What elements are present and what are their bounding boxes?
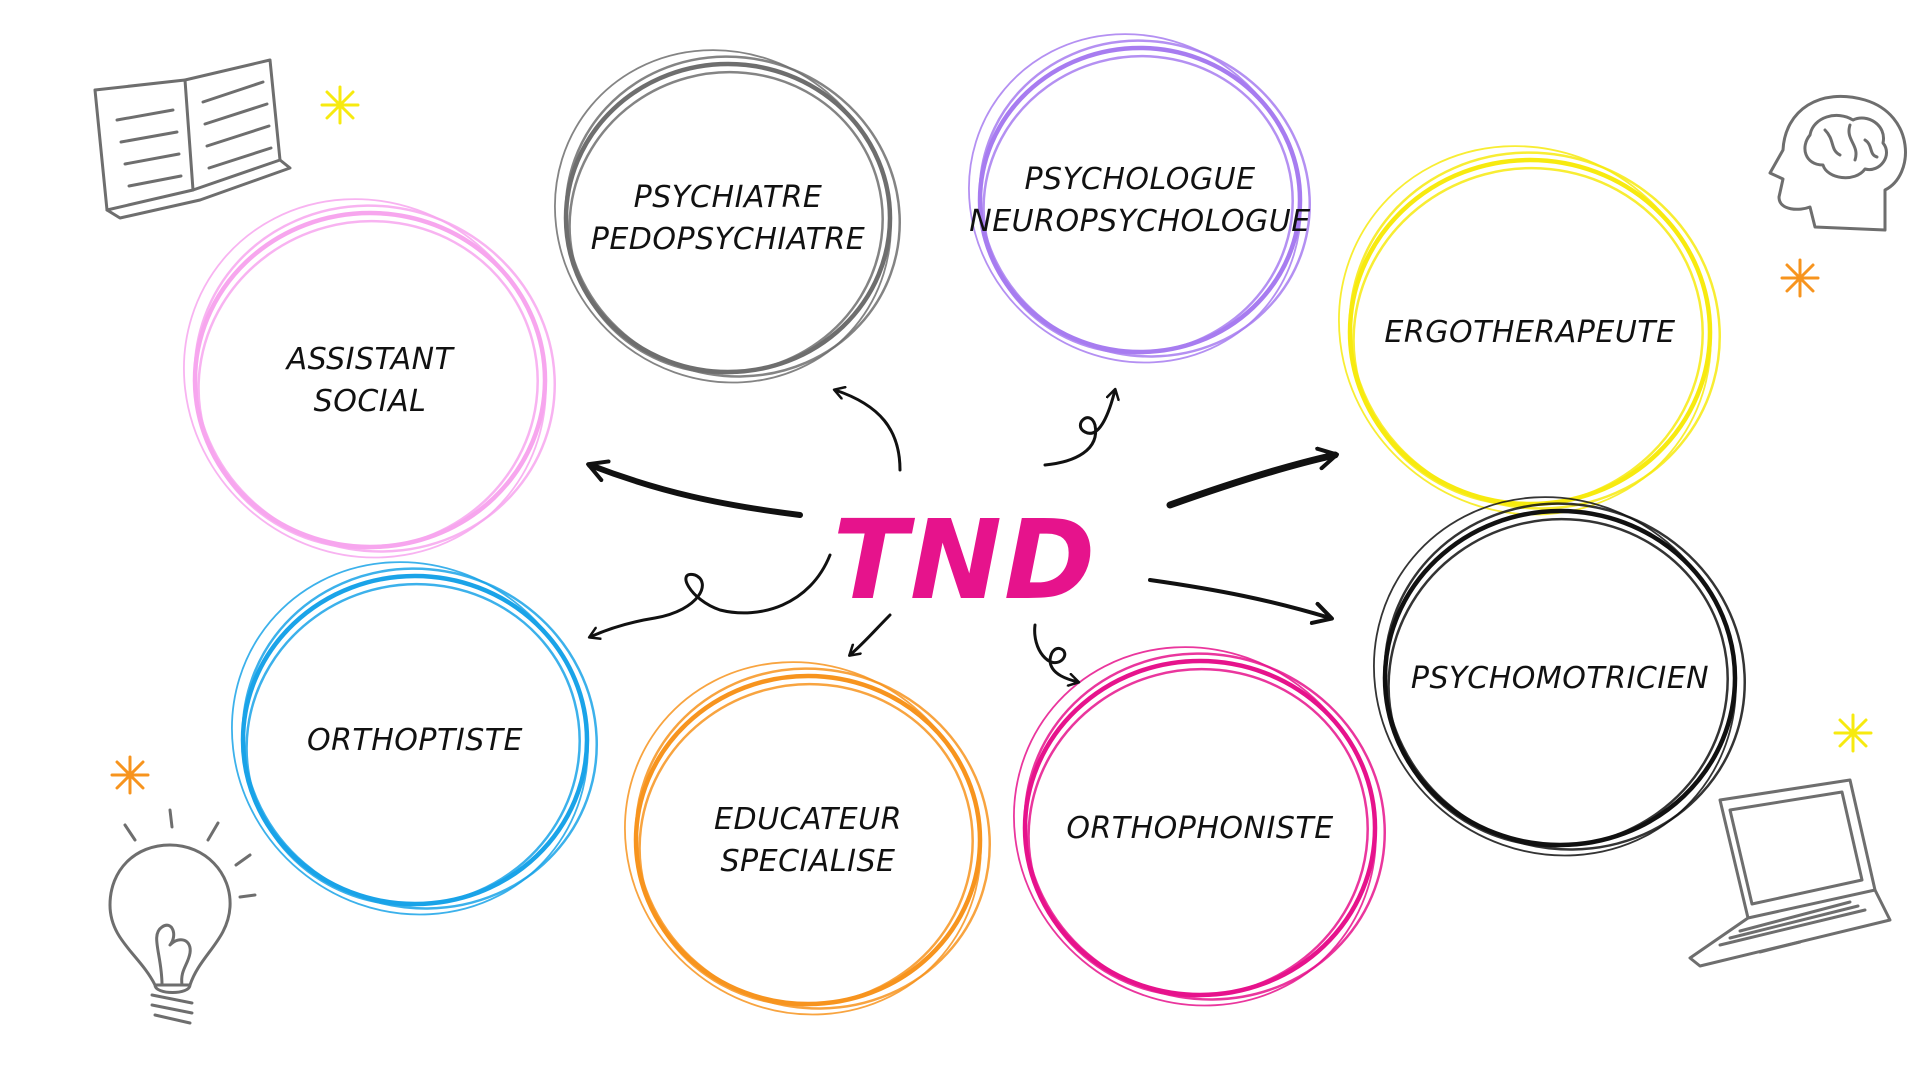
sparkle-stroke (115, 760, 145, 790)
arrow-to-assistant-social (586, 459, 803, 518)
node-ring-stroke (1373, 496, 1737, 857)
arrow-to-ergotherapeute (1166, 446, 1339, 509)
sparkle-stroke (1838, 718, 1868, 748)
node-educateur: EDUCATEUR SPECIALISE (624, 661, 991, 1016)
node-psychiatre: PSYCHIATRE PEDOPSYCHIATRE (554, 49, 901, 384)
node-psychologue: PSYCHOLOGUE NEUROPSYCHOLOGUE (968, 33, 1311, 364)
node-orthophoniste: ORTHOPHONISTE (1013, 646, 1386, 1007)
arrow-to-educateur (850, 613, 892, 655)
arrow-to-orthophoniste (1033, 623, 1078, 682)
node-label-psychiatre-line-1: PEDOPSYCHIATRE (591, 222, 866, 257)
arrows (586, 390, 1339, 682)
node-label-educateur-line-0: EDUCATEUR (714, 802, 902, 837)
sparkle-icon (110, 755, 150, 795)
sparkles (110, 85, 1873, 795)
node-label-psychiatre-line-0: PSYCHIATRE (634, 180, 823, 215)
node-ring-stroke (1013, 646, 1377, 1007)
node-label-assistant-social-line-1: SOCIAL (314, 384, 427, 419)
node-label-psychomotricien-line-0: PSYCHOMOTRICIEN (1411, 661, 1709, 696)
node-ring-stroke (183, 198, 547, 559)
node-ring-stroke (982, 54, 1294, 355)
center-title: TND (833, 496, 1097, 624)
brain-head-icon (1768, 94, 1907, 232)
node-ring-stroke (1387, 517, 1729, 848)
node-label-orthophoniste-line-0: ORTHOPHONISTE (1066, 811, 1333, 846)
sparkle-icon (1780, 258, 1820, 298)
node-ring-stroke (197, 219, 539, 550)
arrow-to-psychomotricien (1148, 578, 1334, 625)
node-ring-stroke (1338, 145, 1712, 516)
sparkle-icon (1833, 713, 1873, 753)
node-ring-stroke (1027, 667, 1369, 998)
sparkle-stroke (1785, 263, 1815, 293)
node-ring-stroke (638, 682, 974, 1007)
nodes-layer: ASSISTANTSOCIALPSYCHIATREPEDOPSYCHIATREP… (183, 33, 1746, 1016)
laptop-icon (1688, 778, 1892, 968)
arrow-to-orthoptiste (590, 553, 832, 637)
open-book-icon (93, 58, 292, 220)
node-ring-stroke (231, 561, 589, 916)
lightbulb-icon (108, 808, 257, 1025)
arrow-to-psychiatre (835, 390, 902, 472)
node-label-orthoptiste-line-0: ORTHOPTISTE (307, 723, 523, 758)
node-label-assistant-social-line-0: ASSISTANT (285, 342, 456, 377)
node-label-ergotherapeute-line-0: ERGOTHERAPEUTE (1384, 315, 1675, 350)
node-label-educateur-line-1: SPECIALISE (721, 844, 896, 879)
node-orthoptiste: ORTHOPTISTE (231, 561, 598, 916)
node-assistant-social: ASSISTANT SOCIAL (183, 198, 556, 559)
node-ring-stroke (245, 582, 581, 907)
node-ring-stroke (568, 70, 884, 375)
sparkle-stroke (325, 90, 355, 120)
node-ring-stroke (968, 33, 1302, 364)
node-label-psychologue-line-1: NEUROPSYCHOLOGUE (969, 204, 1310, 239)
arrow-to-psychologue (1043, 390, 1115, 467)
node-ring-stroke (624, 661, 982, 1016)
node-psychomotricien: PSYCHOMOTRICIEN (1373, 496, 1746, 857)
node-label-psychologue-line-0: PSYCHOLOGUE (1024, 162, 1255, 197)
node-ring-stroke (554, 49, 892, 384)
sparkle-icon (320, 85, 360, 125)
